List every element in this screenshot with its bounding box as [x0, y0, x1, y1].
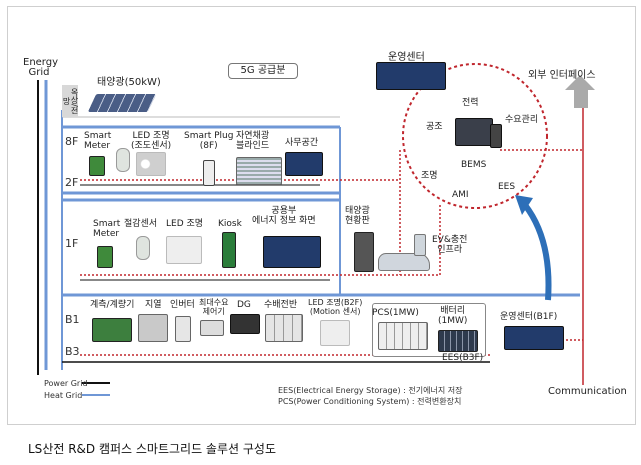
rooftop-label: 옥상/전망 [62, 85, 79, 117]
blind-label: 자연채광 블라인드 [236, 131, 270, 151]
floor-8f-label: 8F [65, 135, 79, 148]
external-interface-label: 외부 인터페이스 [528, 70, 596, 81]
floor-b1-label: B1 [65, 313, 80, 326]
sensor-8f-icon [116, 148, 130, 172]
battery-icon [438, 330, 478, 352]
bems-label: BEMS [461, 160, 487, 170]
inverter-label: 인버터 [170, 300, 195, 310]
geothermal-icon [138, 314, 168, 342]
solar-50kw-label: 태양광(50kW) [97, 77, 161, 88]
bems-tower-icon [490, 124, 502, 148]
upward-arrow [522, 203, 552, 301]
battery-label: 배터리 (1MW) [438, 306, 468, 326]
kiosk-label: Kiosk [218, 219, 242, 229]
metering-icon [92, 318, 132, 342]
lighting-label: 조명 [421, 171, 438, 181]
legend-power-label: Power Grid [44, 379, 88, 388]
led-8f-label: LED 조명 (조도센서) [131, 131, 172, 151]
substation-icon [265, 314, 303, 342]
hvac-label: 공조 [426, 122, 443, 132]
pcs-definition: PCS(Power Conditioning System) : 전력변환장치 [278, 397, 462, 406]
led-b2f-label: LED 조명(B2F) (Motion 센서) [308, 298, 363, 316]
smart-plug-icon [203, 160, 215, 186]
floor-1f-label: 1F [65, 237, 79, 250]
saving-sensor-label: 절감센서 [124, 219, 158, 229]
op-center-b1f-label: 운영센터(B1F) [500, 312, 558, 322]
smart-plug-label: Smart Plug (8F) [184, 131, 234, 151]
op-center-b1f-icon [504, 326, 564, 350]
public-energy-screen-icon [263, 236, 321, 268]
bems-computer-icon [455, 118, 493, 146]
smart-meter-8f-label: Smart Meter [84, 131, 112, 151]
op-center-icon [376, 62, 446, 90]
metering-label: 계측/계량기 [90, 300, 135, 310]
led-8f-icon [136, 152, 166, 176]
ev-label: EV&충전 인프라 [432, 235, 468, 255]
smart-meter-1f-icon [97, 246, 113, 268]
saving-sensor-icon [136, 236, 150, 260]
upward-arrow-head [515, 195, 533, 215]
pcs-icon [378, 322, 428, 350]
external-interface-arrow [565, 75, 595, 108]
max-demand-icon [200, 320, 224, 336]
pcs-label: PCS(1MW) [372, 308, 419, 318]
smart-meter-1f-label: Smart Meter [93, 219, 121, 239]
bems-circle [402, 63, 548, 209]
smart-meter-8f-icon [89, 156, 105, 176]
office-screen-icon [285, 152, 323, 176]
inverter-icon [175, 316, 191, 342]
legend-heat-label: Heat Grid [44, 391, 83, 400]
communication-label: Communication [548, 386, 627, 397]
ees-b3f-label: EES(B3F) [442, 353, 484, 363]
demand-mgmt-label: 수요관리 [505, 115, 539, 125]
kiosk-icon [222, 232, 236, 268]
led-b2f-icon [320, 320, 350, 346]
ami-label: AMI [452, 190, 469, 200]
solar-board-icon [354, 232, 374, 272]
floor-b3-label: B3 [65, 345, 80, 358]
power-label: 전력 [462, 98, 479, 108]
max-demand-label: 최대수요 제어기 [199, 298, 229, 316]
solar-board-label: 태양광 현황판 [345, 206, 370, 226]
blind-icon [236, 157, 282, 185]
figure-caption: LS산전 R&D 캠퍼스 스마트그리드 솔루션 구성도 [28, 442, 276, 456]
led-1f-label: LED 조명 [166, 219, 204, 229]
energy-grid-label: Energy Grid [23, 57, 59, 78]
office-label: 사무공간 [285, 138, 319, 148]
solar-panel-icon [87, 94, 157, 112]
ees-label: EES [498, 182, 516, 192]
floor-2f-label: 2F [65, 176, 79, 189]
ev-charger-icon [414, 234, 426, 256]
supply-5g-label: 5G 공급분 [228, 63, 298, 79]
geothermal-label: 지열 [145, 300, 162, 310]
ev-car-icon [378, 253, 430, 271]
dg-label: DG [237, 300, 251, 310]
public-energy-label: 공용부 에너지 정보 화면 [252, 206, 316, 226]
ees-definition: EES(Electrical Energy Storage) : 전기에너지 저… [278, 386, 463, 395]
op-center-label: 운영센터 [388, 52, 425, 63]
dg-icon [230, 314, 260, 334]
led-1f-icon [166, 236, 202, 264]
substation-label: 수배전반 [264, 300, 298, 310]
